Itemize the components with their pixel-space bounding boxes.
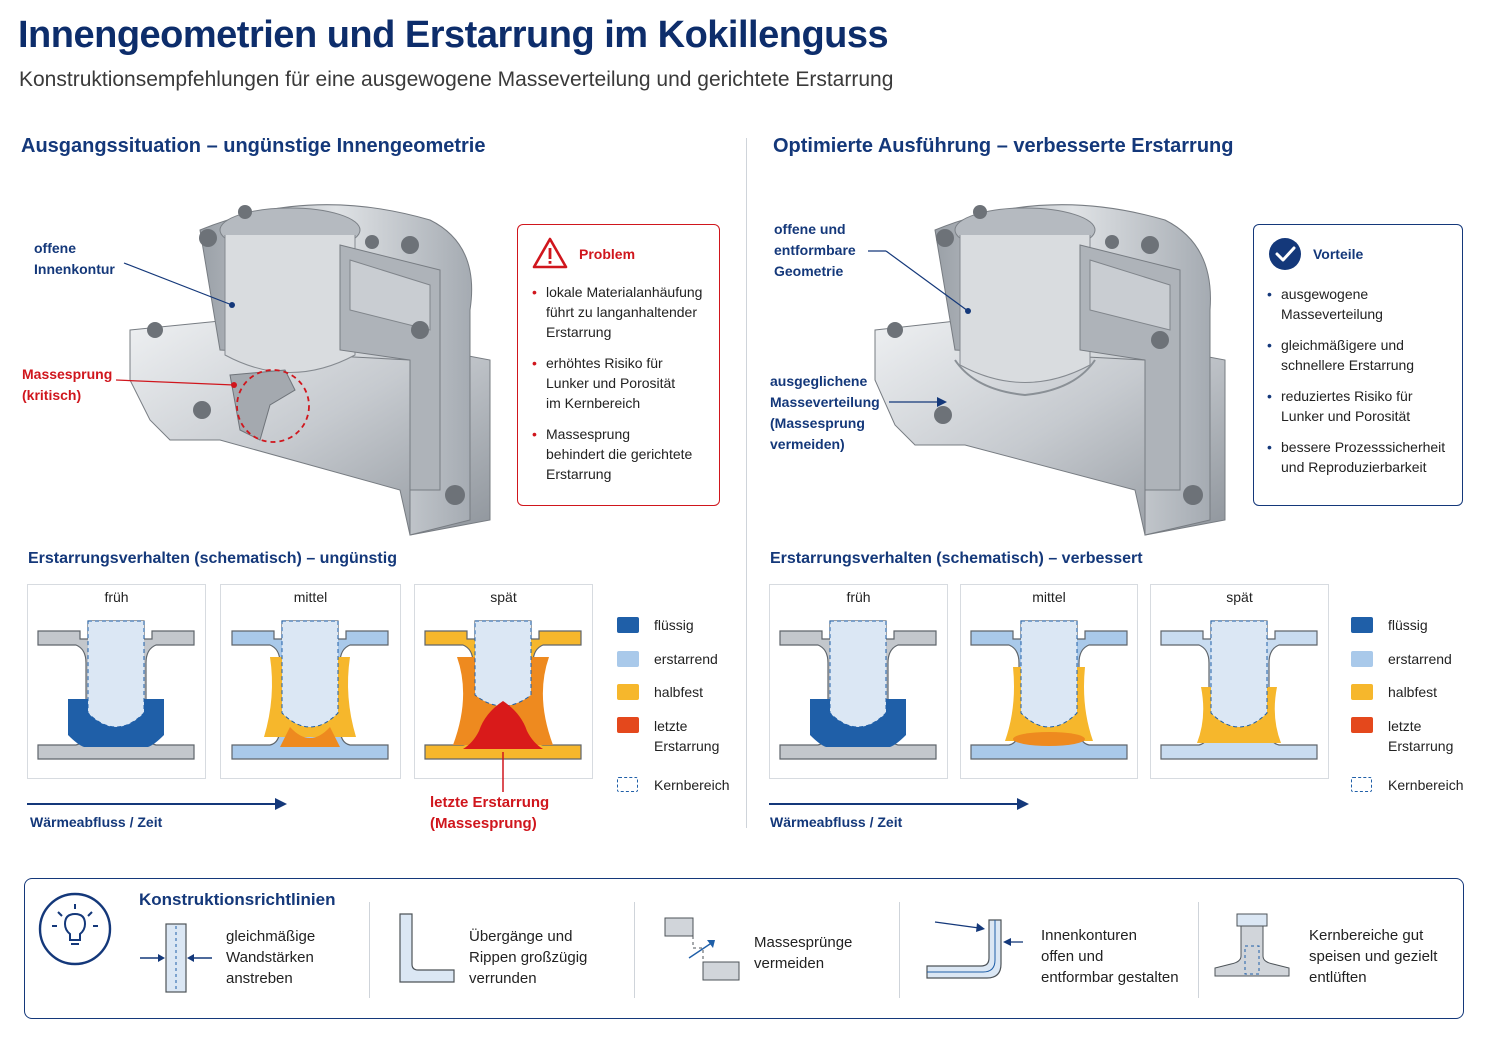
stage-section — [37, 620, 195, 760]
guidelines-panel — [24, 878, 1464, 1019]
stage-section — [424, 620, 582, 760]
casting-right-illustration — [874, 204, 1226, 536]
guideline-separator — [1198, 902, 1199, 998]
casting-left-illustration — [129, 204, 491, 536]
guideline-separator — [369, 902, 370, 998]
last-solidification-pointer — [502, 752, 504, 792]
left-stage-mid: mittel — [220, 584, 401, 779]
legend-swatch-semisolid — [617, 684, 639, 700]
page-subtitle: Konstruktionsempfehlungen für eine ausge… — [19, 68, 894, 91]
warning-icon — [532, 237, 568, 269]
legend-label: flüssig — [654, 617, 694, 633]
benefits-heading: Vorteile — [1313, 246, 1364, 262]
legend-swatch-solidifying — [1351, 651, 1373, 667]
stage-section — [231, 620, 389, 760]
legend-swatch-solidifying — [617, 651, 639, 667]
callout-open-contour: offene Innenkontur — [34, 240, 115, 277]
legend-label: flüssig — [1388, 617, 1428, 633]
right-section-title: Optimierte Ausführung – verbesserte Erst… — [773, 135, 1234, 157]
open-contour-icon — [926, 919, 1023, 979]
left-stage-early: früh — [27, 584, 206, 779]
heat-flow-label-left: Wärmeabfluss / Zeit — [30, 814, 163, 830]
heat-flow-label-right: Wärmeabfluss / Zeit — [770, 814, 903, 830]
legend-swatch-core — [1351, 777, 1372, 792]
left-stage-late: spät — [414, 584, 593, 779]
page-title: Innengeometrien und Erstarrung im Kokill… — [18, 14, 889, 56]
stage-section — [1160, 620, 1318, 760]
uniform-wall-icon — [140, 923, 212, 993]
problem-heading: Problem — [579, 246, 636, 262]
legend-swatch-core — [617, 777, 638, 792]
callout-open-geometry: offene und entformbare Geometrie — [774, 221, 856, 279]
left-solidification-title: Erstarrungsverhalten (schematisch) – ung… — [28, 550, 397, 567]
heat-flow-arrow-left — [27, 798, 287, 810]
core-vent-icon — [1214, 913, 1290, 977]
right-solidification-title: Erstarrungsverhalten (schematisch) – ver… — [770, 550, 1143, 567]
stage-section — [779, 620, 937, 760]
step-icon — [664, 917, 740, 981]
legend-swatch-liquid — [1351, 617, 1373, 633]
lightbulb-icon — [38, 892, 112, 966]
legend-label: Kernbereich — [654, 777, 730, 793]
legend-label: erstarrend — [1388, 651, 1452, 667]
legend-label: erstarrend — [654, 651, 718, 667]
legend-swatch-last — [617, 717, 639, 733]
right-stage-late: spät — [1150, 584, 1329, 779]
legend-label: halbfest — [654, 684, 704, 700]
guidelines-title: Konstruktionsrichtlinien — [139, 890, 336, 909]
stage-section — [970, 620, 1128, 760]
heat-flow-arrow-right — [769, 798, 1029, 810]
callout-line-mass — [115, 379, 237, 388]
callout-balanced-mass: ausgeglichene Masseverteilung (Massespru… — [770, 373, 880, 452]
callout-line-open — [868, 250, 971, 314]
legend-label: Kernbereich — [1388, 777, 1464, 793]
legend-swatch-semisolid — [1351, 684, 1373, 700]
legend-label: halbfest — [1388, 684, 1438, 700]
callout-line-inner — [123, 262, 235, 308]
callout-arrow-balanced — [889, 397, 947, 407]
check-circle-icon — [1269, 238, 1301, 270]
left-section-title: Ausgangssituation – ungünstige Innengeom… — [21, 135, 486, 157]
legend-swatch-liquid — [617, 617, 639, 633]
guideline-separator — [899, 902, 900, 998]
fillet-icon — [399, 913, 455, 983]
center-divider — [746, 138, 747, 828]
callout-mass-jump: Massesprung (kritisch) — [22, 366, 113, 403]
right-stage-early: früh — [769, 584, 948, 779]
callout-last-solidification: letzte Erstarrung (Massesprung) — [430, 794, 550, 832]
legend-swatch-last — [1351, 717, 1373, 733]
right-stage-mid: mittel — [960, 584, 1138, 779]
guideline-separator — [634, 902, 635, 998]
